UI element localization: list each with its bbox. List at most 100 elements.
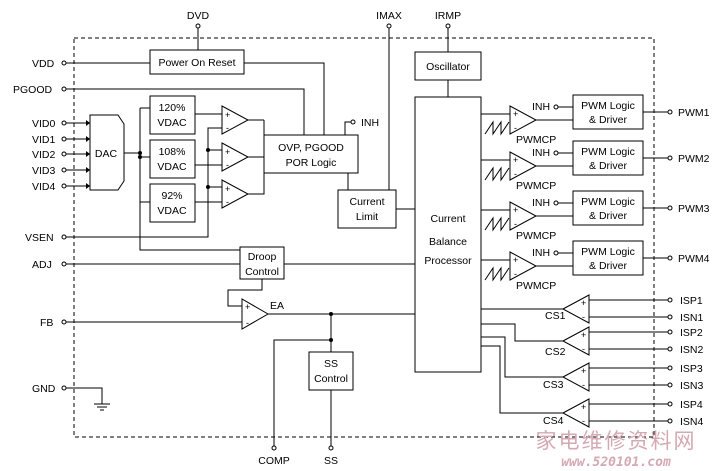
pin-isp2-label: ISP2 bbox=[680, 327, 703, 339]
pwm-comparator-1 bbox=[509, 105, 538, 135]
inh-label-main: INH bbox=[361, 117, 379, 129]
cbp-l3: Processor bbox=[424, 255, 472, 267]
pin-isp4 bbox=[667, 401, 673, 407]
vdac-108-label: VDAC bbox=[157, 161, 187, 173]
cs-1-minus: - bbox=[582, 312, 585, 322]
inh-label-1: INH bbox=[532, 101, 550, 113]
pwmcp-label-1: PWMCP bbox=[516, 134, 556, 146]
pin-vid0 bbox=[61, 120, 67, 126]
pin-dvd bbox=[195, 23, 201, 29]
droop-l2: Control bbox=[245, 266, 279, 278]
comparator-ovp-minus: - bbox=[226, 123, 229, 133]
pin-isn1 bbox=[667, 314, 673, 320]
pin-isn4-label: ISN4 bbox=[680, 416, 704, 428]
pwmcp-label-4: PWMCP bbox=[516, 280, 556, 292]
pwm-comparator-1-minus: - bbox=[514, 123, 517, 133]
comparator-ovp bbox=[221, 105, 250, 135]
current-sense-amp-3 bbox=[561, 362, 590, 392]
pin-vid0-label: VID0 bbox=[32, 118, 56, 130]
current-sense-amp-1 bbox=[561, 294, 590, 324]
ss-control-l1: SS bbox=[324, 358, 338, 370]
cs-3-plus: + bbox=[581, 366, 586, 376]
pin-vid1 bbox=[61, 136, 67, 142]
pin-isn4 bbox=[667, 418, 673, 424]
droop-control-block bbox=[239, 246, 285, 280]
pwm-comparator-4-minus: - bbox=[514, 269, 517, 279]
pin-adj-label: ADJ bbox=[32, 259, 52, 271]
pin-comp-label: COMP bbox=[258, 455, 290, 467]
pin-adj bbox=[61, 261, 67, 267]
dac-block bbox=[89, 114, 125, 191]
pin-isp2 bbox=[667, 329, 673, 335]
cs-label-2: CS2 bbox=[545, 346, 566, 358]
pwm-logic-1-l1: PWM Logic bbox=[581, 100, 635, 112]
pin-vid2 bbox=[61, 151, 67, 157]
cs-2-minus: - bbox=[582, 344, 585, 354]
pwm-comparator-2-minus: - bbox=[514, 169, 517, 179]
cs-label-4: CS4 bbox=[543, 415, 564, 427]
inh-label-2: INH bbox=[532, 147, 550, 159]
pin-isn3-label: ISN3 bbox=[680, 380, 704, 392]
pin-vid3 bbox=[61, 167, 67, 173]
pwm-logic-driver-3 bbox=[572, 190, 644, 226]
pwm-comparator-3-plus: + bbox=[513, 205, 518, 215]
pin-pwm2-label: PWM2 bbox=[678, 153, 710, 165]
vdac-120-block bbox=[149, 95, 196, 135]
pwm-logic-3-l1: PWM Logic bbox=[581, 196, 635, 208]
pin-pwm1-label: PWM1 bbox=[678, 107, 710, 119]
pin-pwm2 bbox=[667, 155, 673, 161]
droop-l1: Droop bbox=[248, 251, 277, 263]
pin-irmp-label: IRMP bbox=[435, 10, 461, 22]
ea-label: EA bbox=[270, 300, 284, 312]
pin-gnd-label: GND bbox=[32, 383, 56, 395]
pwm-comparator-2 bbox=[509, 151, 538, 181]
pin-pwm4 bbox=[667, 255, 673, 261]
watermark-url: www.520101.com bbox=[561, 455, 671, 470]
pin-gnd bbox=[61, 385, 67, 391]
pin-vdd-label: VDD bbox=[32, 58, 55, 70]
error-amplifier bbox=[241, 298, 270, 330]
ea-plus: + bbox=[245, 302, 250, 312]
cs-label-3: CS3 bbox=[543, 379, 564, 391]
pin-vid4 bbox=[61, 183, 67, 189]
pin-imax bbox=[386, 23, 392, 29]
pin-vid2-label: VID2 bbox=[32, 149, 56, 161]
pwmcp-label-2: PWMCP bbox=[516, 180, 556, 192]
current-limit-l1: Current bbox=[349, 196, 384, 208]
current-limit-block bbox=[337, 189, 397, 229]
pin-vsen bbox=[61, 234, 67, 240]
comparator-108-minus: - bbox=[226, 160, 229, 170]
pin-pwm4-label: PWM4 bbox=[678, 253, 710, 265]
pin-isp1-label: ISP1 bbox=[680, 295, 703, 307]
pin-pwm1 bbox=[667, 109, 673, 115]
pin-isn2 bbox=[667, 346, 673, 352]
pin-vsen-label: VSEN bbox=[25, 232, 54, 244]
pwm-logic-4-l2: & Driver bbox=[589, 260, 627, 272]
pin-isp4-label: ISP4 bbox=[680, 399, 703, 411]
comparator-108 bbox=[221, 142, 250, 172]
power-on-reset-label: Power On Reset bbox=[158, 57, 235, 69]
pwm-comparator-4-plus: + bbox=[513, 255, 518, 265]
pwm-comparator-1-plus: + bbox=[513, 109, 518, 119]
pin-vid3-label: VID3 bbox=[32, 165, 56, 177]
pin-isp3 bbox=[667, 365, 673, 371]
pwm-logic-2-l1: PWM Logic bbox=[581, 146, 635, 158]
pin-pgood bbox=[61, 86, 67, 92]
pwm-logic-4-l1: PWM Logic bbox=[581, 246, 635, 258]
pin-vid1-label: VID1 bbox=[32, 134, 56, 146]
current-sense-amp-4 bbox=[561, 398, 590, 428]
vdac-92-label: VDAC bbox=[157, 205, 187, 217]
vdac-92-pct: 92% bbox=[161, 190, 182, 202]
oscillator-label: Oscillator bbox=[426, 61, 470, 73]
pin-ss-label: SS bbox=[324, 455, 338, 467]
comparator-uvp-plus: + bbox=[225, 184, 230, 194]
pin-fb bbox=[61, 319, 67, 325]
pin-irmp bbox=[445, 23, 451, 29]
comparator-uvp bbox=[221, 179, 250, 209]
pwm-logic-2-l2: & Driver bbox=[589, 160, 627, 172]
pwm-logic-driver-2 bbox=[572, 140, 644, 176]
pin-isn3 bbox=[667, 382, 673, 388]
pwm-comparator-2-plus: + bbox=[513, 155, 518, 165]
pin-fb-label: FB bbox=[40, 317, 53, 329]
